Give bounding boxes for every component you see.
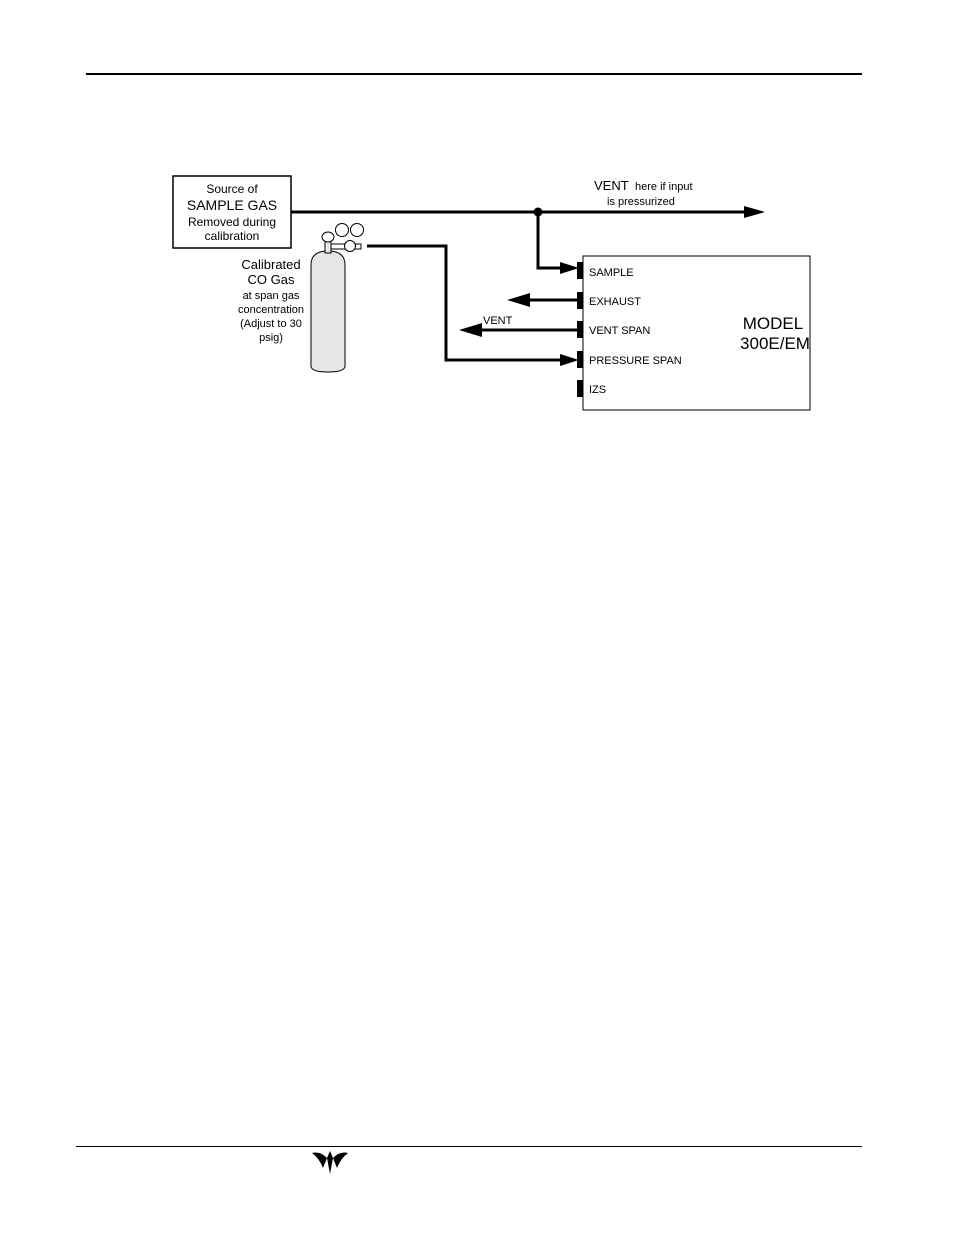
port-block-sample <box>577 262 583 279</box>
port-label-pressure-span: PRESSURE SPAN <box>589 355 682 367</box>
vent-span-arrow-head <box>459 323 482 337</box>
model-label-line2: 300E/EM <box>740 334 810 353</box>
cylinder-label-line2: CO Gas <box>248 272 295 287</box>
port-block-exhaust <box>577 292 583 309</box>
cylinder-label-line1: Calibrated <box>241 257 300 272</box>
vent-left-label: VENT <box>483 315 513 327</box>
cylinder-label-line3: at span gas <box>243 290 300 302</box>
port-label-sample: SAMPLE <box>589 267 634 279</box>
port-label-izs: IZS <box>589 384 606 396</box>
source-box-line1: Source of <box>206 182 258 196</box>
footer-rule <box>76 1146 862 1147</box>
cylinder-label-line4: concentration <box>238 304 304 316</box>
span-gas-line <box>367 246 562 360</box>
sample-branch-line <box>538 212 562 268</box>
port-block-vent-span <box>577 321 583 338</box>
vent-top-rest: here if input <box>635 181 692 193</box>
cylinder-label-line6: psig) <box>259 332 283 344</box>
vent-top-word: VENT <box>594 178 629 193</box>
port-block-pressure-span <box>577 351 583 368</box>
vent-top-line2: is pressurized <box>607 196 675 208</box>
model-label-line1: MODEL <box>743 314 803 333</box>
port-block-izs <box>577 380 583 397</box>
gas-cylinder-icon <box>311 224 364 373</box>
source-box-line2: SAMPLE GAS <box>187 197 277 213</box>
teledyne-logo-icon <box>310 1148 350 1176</box>
vent-arrow-head <box>744 206 765 218</box>
sample-arrow-head <box>560 262 579 274</box>
span-gas-arrow-head <box>560 354 579 366</box>
exhaust-arrow-head <box>507 293 530 307</box>
port-label-vent-span: VENT SPAN <box>589 325 650 337</box>
port-label-exhaust: EXHAUST <box>589 296 641 308</box>
vent-top-label: VENT here if input <box>594 178 693 193</box>
source-box-line4: calibration <box>205 229 260 243</box>
source-box-line3: Removed during <box>188 215 276 229</box>
cylinder-label-line5: (Adjust to 30 <box>240 318 302 330</box>
